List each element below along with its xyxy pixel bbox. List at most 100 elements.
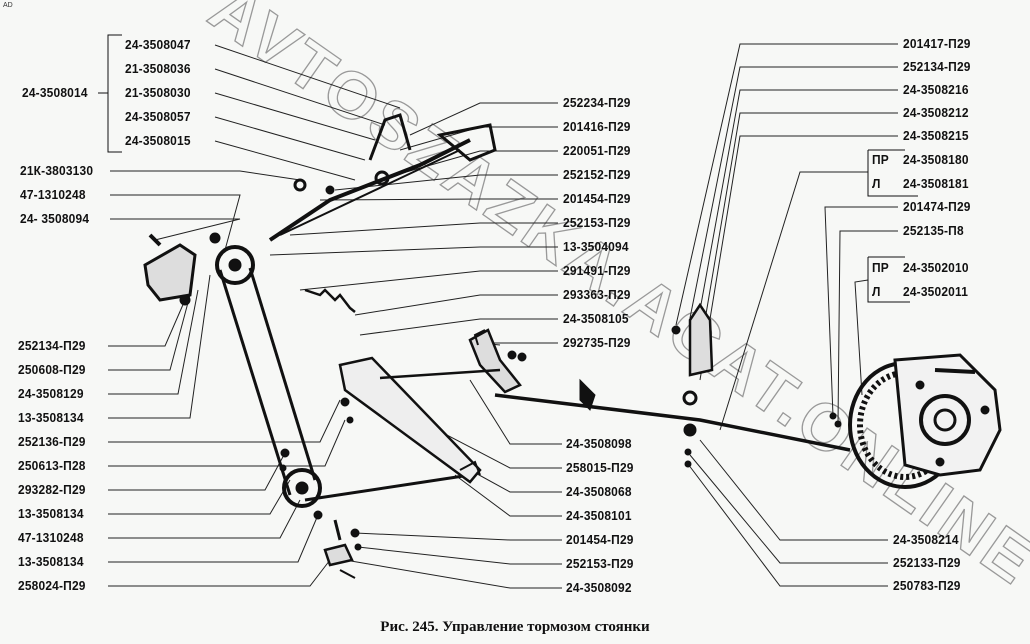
leader-line — [108, 419, 346, 467]
part-label: Л — [872, 284, 881, 299]
leader-line — [699, 89, 898, 311]
corner-mark: AD — [3, 2, 13, 9]
leader-line — [354, 294, 558, 316]
part-label: ПР — [872, 260, 889, 275]
part-label: 24-3508181 — [903, 176, 969, 191]
part-label: 24-3508214 — [893, 532, 959, 547]
part-label: 24-3508215 — [903, 128, 969, 143]
part-label: 24-3508098 — [566, 436, 632, 451]
leader-line — [289, 222, 558, 236]
part-label: 24-3508101 — [566, 508, 632, 523]
part-label: 47-1310248 — [18, 530, 84, 545]
part-label: 201474-П29 — [903, 199, 971, 214]
lever-pawl — [368, 113, 412, 161]
part-label: 252153-П29 — [566, 556, 634, 571]
leader-line — [299, 270, 558, 291]
lower-cable — [304, 473, 471, 502]
part-label: 252135-П8 — [903, 223, 964, 238]
part-label: 24-3508129 — [18, 386, 84, 401]
leader-line — [719, 171, 868, 431]
mount-bracket — [143, 243, 197, 302]
group-bracket-right-1 — [867, 149, 918, 197]
part-label: 24- 3508094 — [20, 211, 90, 226]
leader-line — [108, 399, 341, 443]
leader-line — [269, 246, 558, 256]
part-label: 252136-П29 — [18, 434, 86, 449]
part-label: 293282-П29 — [18, 482, 86, 497]
leader-line — [344, 559, 562, 589]
part-label: 252234-П29 — [563, 95, 631, 110]
leader-line — [704, 112, 898, 321]
leader-line — [359, 318, 558, 336]
part-label: 250613-П28 — [18, 458, 86, 473]
leader-line — [469, 379, 562, 445]
intermediate-lever — [468, 328, 522, 394]
part-label: 47-1310248 — [20, 187, 86, 202]
group-bracket-left — [107, 34, 122, 153]
lever-rod — [279, 149, 461, 236]
part-label: 24-3508015 — [125, 133, 191, 148]
part-label: 201454-П29 — [563, 191, 631, 206]
leader-line — [108, 452, 286, 491]
leader-line — [357, 546, 562, 565]
part-label: 24-3508212 — [903, 105, 969, 120]
parts — [98, 34, 1002, 579]
part-label: 250783-П29 — [893, 578, 961, 593]
part-label: 220051-П29 — [563, 143, 631, 158]
leader-line — [214, 92, 376, 141]
rear-cable — [494, 393, 851, 452]
leader-line — [689, 454, 888, 564]
leader-line — [454, 474, 562, 517]
lever-handle-bracket — [436, 123, 497, 162]
figure-caption: Рис. 245. Управление тормозом стоянки — [380, 619, 650, 635]
part-label: 13-3508134 — [18, 554, 84, 569]
part-label: 24-3508092 — [566, 580, 632, 595]
leader-line — [837, 230, 898, 425]
part-label: 24-3508014 — [22, 85, 88, 100]
pulley-upper — [215, 245, 255, 285]
part-label: 293363-П29 — [563, 287, 631, 302]
leader-line — [108, 299, 186, 347]
leader-line — [409, 102, 558, 136]
brake-shoe-assembly — [848, 353, 1002, 489]
part-label: 250608-П29 — [18, 362, 86, 377]
leader-line — [354, 532, 562, 541]
leader-line — [108, 499, 301, 539]
equalizer-lever — [338, 356, 482, 484]
leader-line — [110, 194, 241, 251]
leader-line — [384, 150, 558, 179]
leader-line — [699, 135, 898, 381]
part-label: 24-3508180 — [903, 152, 969, 167]
leader-line — [108, 514, 319, 563]
part-label: 252153-П29 — [563, 215, 631, 230]
part-label: 13-3508134 — [18, 506, 84, 521]
part-label: 24-3508047 — [125, 37, 191, 52]
leader-line — [108, 289, 199, 395]
part-label: 24-3508068 — [566, 484, 632, 499]
part-label: 13-3504094 — [563, 239, 629, 254]
part-label: 24-3502010 — [903, 260, 969, 275]
leader-line — [110, 218, 241, 241]
part-label: 21-3508036 — [125, 61, 191, 76]
part-label: 13-3508134 — [18, 410, 84, 425]
part-label: 201417-П29 — [903, 36, 971, 51]
front-cable — [218, 269, 292, 496]
group-bracket-right-2 — [867, 256, 910, 303]
part-label: 252134-П29 — [18, 338, 86, 353]
leader-line — [687, 463, 888, 587]
part-label: 258015-П29 — [566, 460, 634, 475]
part-label: 24-3508105 — [563, 311, 629, 326]
part-label: 291491-П29 — [563, 263, 631, 278]
part-label: 21К-3803130 — [20, 163, 94, 178]
leader-line — [214, 44, 401, 109]
leader-line — [108, 294, 191, 371]
part-label: 252134-П29 — [903, 59, 971, 74]
cable-bracket — [688, 302, 714, 377]
leader-line — [108, 274, 211, 419]
part-label: ПР — [872, 152, 889, 167]
leader-line — [699, 439, 888, 541]
leader-line — [675, 43, 898, 326]
leader-line — [110, 170, 301, 181]
leader-line — [689, 66, 898, 319]
